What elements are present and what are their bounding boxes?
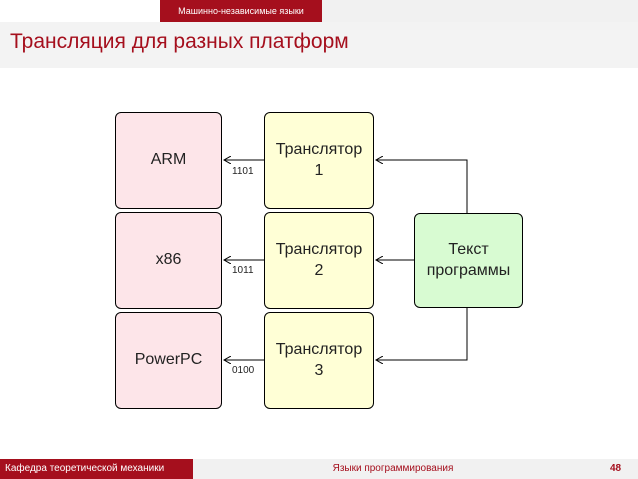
slide-title: Трансляция для разных платформ	[10, 30, 349, 53]
connector-lines	[0, 68, 468, 458]
translator-2: Транслятор 2	[264, 212, 374, 309]
top-bar: Машинно-независимые языки	[0, 0, 638, 22]
translator-1: Транслятор 1	[264, 112, 374, 209]
bits-label-3: 0100	[232, 365, 255, 376]
arrow-source-to-translator-3	[376, 308, 468, 360]
arrow-source-to-translator-1	[376, 160, 468, 213]
bits-label-1: 1101	[232, 166, 254, 177]
platform-label: x86	[155, 251, 182, 269]
program-text: Текст программы	[414, 213, 523, 308]
page-number: 48	[593, 459, 638, 479]
top-bar-right	[322, 0, 638, 22]
platform-label: ARM	[150, 151, 187, 169]
top-bar-left	[0, 0, 160, 22]
section-name: Машинно-независимые языки	[160, 0, 322, 22]
footer: Кафедра теоретической механики Языки про…	[0, 459, 638, 479]
program-text-line-2: программы	[426, 261, 511, 279]
translator-number: 2	[314, 261, 324, 279]
platform-x86: x86	[115, 212, 222, 309]
translator-number: 3	[314, 361, 324, 379]
translator-word: Транслятор	[275, 340, 363, 358]
translator-number: 1	[314, 161, 324, 179]
platform-powerpc: PowerPC	[115, 312, 222, 409]
translation-diagram: ARM x86 PowerPC Транслятор 1 Транслятор …	[0, 68, 638, 458]
translator-word: Транслятор	[275, 140, 363, 158]
platform-arm: ARM	[115, 112, 222, 209]
platform-label: PowerPC	[134, 351, 203, 369]
translator-3: Транслятор 3	[264, 312, 374, 409]
title-bar: Трансляция для разных платформ	[0, 22, 638, 68]
translator-word: Транслятор	[275, 240, 363, 258]
bits-label-2: 1011	[232, 265, 254, 276]
program-text-line-1: Текст	[448, 240, 489, 258]
footer-course: Языки программирования	[193, 459, 593, 479]
footer-department: Кафедра теоретической механики	[0, 459, 193, 479]
